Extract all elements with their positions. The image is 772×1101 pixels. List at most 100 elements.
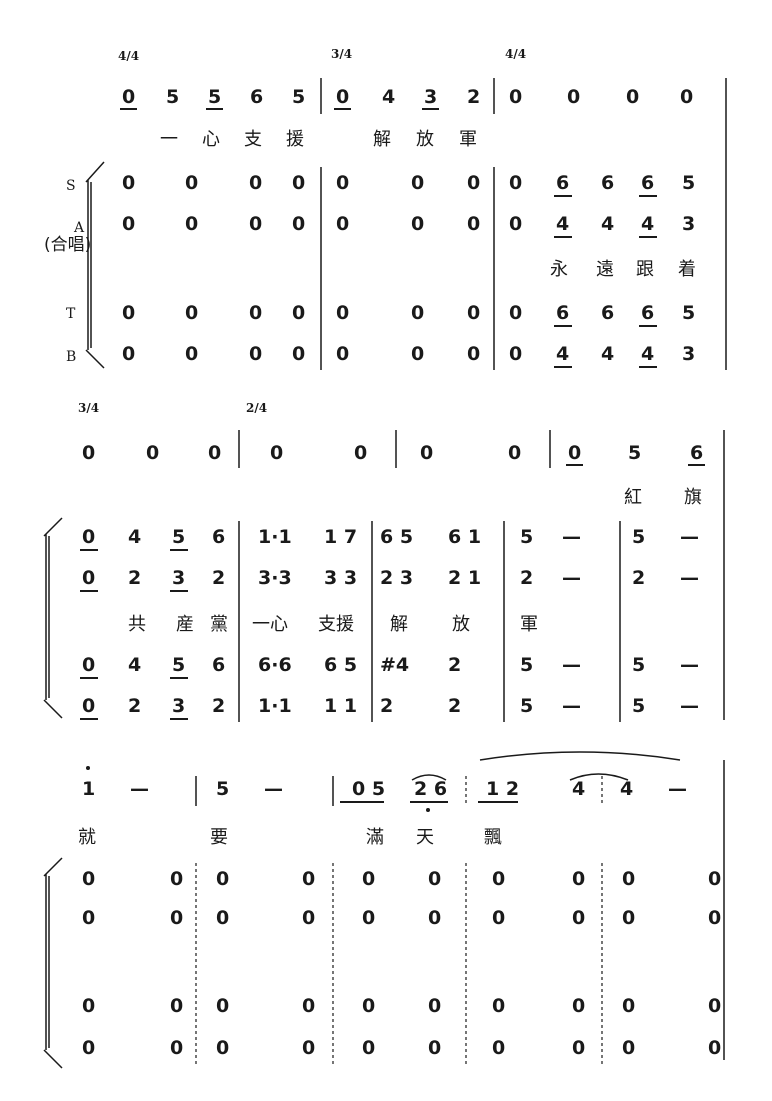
choir-note: 5 <box>520 526 533 548</box>
time-signature: 4/4 <box>505 47 526 61</box>
choir-note: 5 <box>172 526 185 548</box>
choir-note: 0 <box>572 907 585 929</box>
choir-note: 4 <box>556 213 569 235</box>
note: 0 <box>680 86 693 108</box>
choir-note: 0 <box>302 868 315 890</box>
choir-note: 0 <box>185 302 198 324</box>
choir-note: 0 <box>216 907 229 929</box>
choir-note: 0 <box>82 868 95 890</box>
choir-note: 0 <box>467 343 480 365</box>
choir-note: — <box>680 526 699 548</box>
choir-note: 2 <box>212 695 225 717</box>
choir-lyric: 支援 <box>318 614 354 635</box>
choir-note: — <box>562 695 581 717</box>
choir-lyric: 産 <box>176 614 194 635</box>
choir-note: 4 <box>601 213 614 235</box>
tie <box>569 773 629 781</box>
choir-note: 2 1 <box>448 567 481 589</box>
note: 0 5 <box>352 778 385 800</box>
lyric: 滿 <box>366 827 384 848</box>
lyric: 旗 <box>684 487 702 508</box>
choir-note: 6·6 <box>258 654 292 676</box>
lyric: 放 <box>416 129 434 150</box>
choir-note: 3·3 <box>258 567 292 589</box>
solo-line: 0 5 5 6 5 0 4 3 2 0 0 0 0 <box>120 78 693 114</box>
lyric: 解 <box>373 129 391 150</box>
solo-lyrics: 一 心 支 援 解 放 軍 <box>160 129 477 150</box>
choir-note: 0 <box>292 343 305 365</box>
choir-lyric: 放 <box>452 614 470 635</box>
note: — <box>130 778 149 800</box>
note: 5 <box>216 778 229 800</box>
choir-note: 0 <box>336 213 349 235</box>
time-signature: 4/4 <box>118 49 139 63</box>
note: 0 <box>568 442 581 464</box>
lyric: 紅 <box>624 487 642 508</box>
lyric: 飄 <box>484 827 502 848</box>
choir-note: 0 <box>411 172 424 194</box>
note: — <box>668 778 687 800</box>
choir-note: 0 <box>708 995 721 1017</box>
solo-line: 1 — 5 — 0 5 2 6 1 2 4 4 — <box>82 751 687 812</box>
choir-lyric: 共 <box>128 614 146 635</box>
lyric: 要 <box>210 827 228 848</box>
choir-note: 0 <box>82 995 95 1017</box>
note: 0 <box>567 86 580 108</box>
choir-note: 0 <box>249 343 262 365</box>
slur <box>479 751 681 761</box>
choir-note: — <box>562 654 581 676</box>
choir-note: 0 <box>292 302 305 324</box>
note: 5 <box>292 86 305 108</box>
note: 2 <box>467 86 480 108</box>
choir-note: 0 <box>302 907 315 929</box>
choir-note: 0 <box>572 1037 585 1059</box>
choir-lyric: 永 <box>550 259 568 280</box>
time-signature: 2/4 <box>246 401 267 415</box>
choir-note: 2 <box>380 695 393 717</box>
choir-note: 2 <box>128 567 141 589</box>
choir-note: 0 <box>82 1037 95 1059</box>
choir-note: 0 <box>362 868 375 890</box>
choir-note: 0 <box>185 343 198 365</box>
note: 0 <box>354 442 367 464</box>
note: 0 <box>336 86 349 108</box>
choir-note: 0 <box>336 172 349 194</box>
choir-note: 2 <box>128 695 141 717</box>
note: 0 <box>146 442 159 464</box>
choir-note: 0 <box>708 907 721 929</box>
choir-note: 0 <box>122 213 135 235</box>
choir-note: 5 <box>520 654 533 676</box>
lyric: 支 <box>244 129 262 150</box>
choir-note: 6 <box>212 526 225 548</box>
note: 0 <box>208 442 221 464</box>
note: 6 <box>250 86 263 108</box>
choir-note: 6 <box>601 302 614 324</box>
choir-note: 0 <box>362 907 375 929</box>
choir-note: 0 <box>492 907 505 929</box>
choir-note: 0 <box>170 1037 183 1059</box>
choir-note: 0 <box>216 1037 229 1059</box>
choir-note: 5 <box>632 526 645 548</box>
choir-note: 3 3 <box>324 567 357 589</box>
choir-note: 4 <box>128 526 141 548</box>
choir-note: 0 <box>572 868 585 890</box>
choir-note: 0 <box>622 1037 635 1059</box>
choir-lyric: 跟 <box>636 259 654 280</box>
note: 1 2 <box>486 778 519 800</box>
choir-note: 1 7 <box>324 526 357 548</box>
choir-note: 0 <box>170 907 183 929</box>
choir-note: 0 <box>82 526 95 548</box>
voice-label-tenor: T <box>66 306 76 322</box>
slur <box>411 774 447 781</box>
choir-note: 0 <box>249 172 262 194</box>
choir-note: 0 <box>292 172 305 194</box>
choir-lyric: 一心 <box>252 614 288 635</box>
note: 0 <box>626 86 639 108</box>
choir-note: 0 <box>362 995 375 1017</box>
choir-note: 2 <box>448 695 461 717</box>
choir-note: 2 <box>448 654 461 676</box>
note: 5 <box>166 86 179 108</box>
choir-note: 5 <box>520 695 533 717</box>
note: 2 6 <box>414 778 447 800</box>
